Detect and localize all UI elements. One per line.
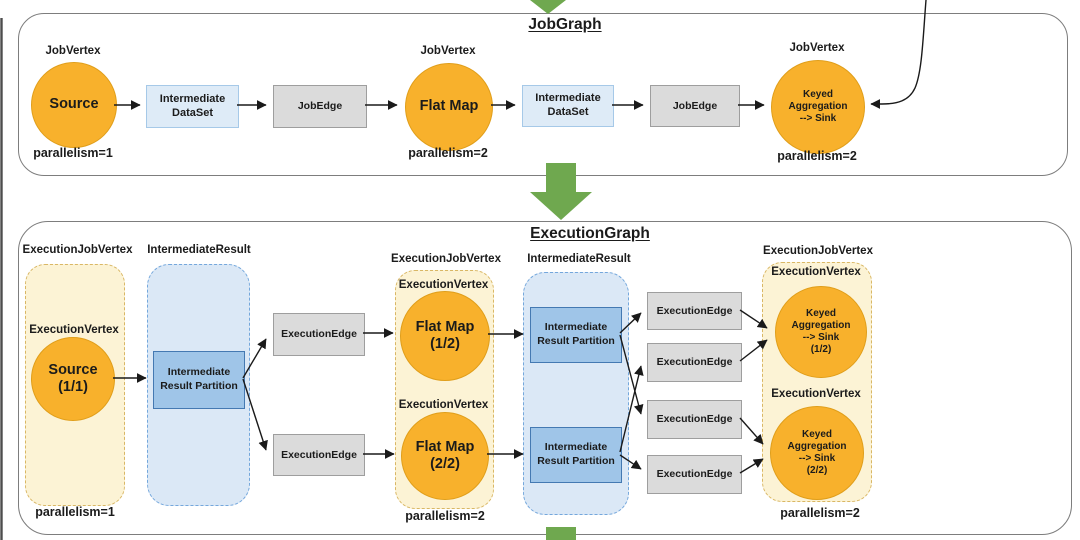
sink1-executionvertex-circle: Keyed Aggregation --> Sink (1/2) <box>775 286 867 378</box>
vertex-text-line: --> Sink <box>802 332 840 343</box>
executionedge-box: ExecutionEdge <box>647 343 742 382</box>
executionedge-text: ExecutionEdge <box>656 468 733 481</box>
intermediate-result-partition-box: Intermediate Result Partition <box>530 307 622 363</box>
executionedge-text: ExecutionEdge <box>281 448 357 461</box>
jobvertex-label: JobVertex <box>45 45 101 57</box>
jobedge-box: JobEdge <box>273 85 367 128</box>
flatmap-vertex-text: Flat Map <box>419 98 479 115</box>
intermediateresult-header: IntermediateResult <box>527 253 631 265</box>
vertex-text-line: (2/2) <box>806 464 828 476</box>
jobedge-box: JobEdge <box>650 85 740 127</box>
executionvertex-label: ExecutionVertex <box>29 324 119 336</box>
executionedge-text: ExecutionEdge <box>656 413 733 426</box>
executionjobvertex-header: ExecutionJobVertex <box>22 244 133 256</box>
intermediate-result-partition-box: Intermediate Result Partition <box>153 351 245 409</box>
executionjobvertex-header: ExecutionJobVertex <box>763 245 873 257</box>
vertex-text-line: (2/2) <box>430 456 460 472</box>
executionvertex-label: ExecutionVertex <box>398 279 489 291</box>
executionedge-text: ExecutionEdge <box>656 356 733 369</box>
executiongraph-container <box>18 221 1072 535</box>
executionedge-box: ExecutionEdge <box>273 313 365 356</box>
partition-text: Intermediate Result Partition <box>160 366 238 392</box>
source-executionvertex-circle: Source (1/1) <box>31 337 115 421</box>
executionvertex-label: ExecutionVertex <box>771 388 861 400</box>
green-down-arrow-top-icon <box>530 0 566 14</box>
jobvertex-label: JobVertex <box>420 45 476 57</box>
partition-text: Intermediate Result Partition <box>537 441 615 467</box>
vertex-text-line: Flat Map <box>415 438 475 455</box>
intermediate-dataset-text: Intermediate DataSet <box>535 92 601 118</box>
vertex-text-line: Keyed <box>801 429 832 441</box>
intermediateresult-header: IntermediateResult <box>147 244 251 256</box>
intermediate-dataset-box: Intermediate DataSet <box>146 85 239 128</box>
jobgraph-title: JobGraph <box>528 16 602 33</box>
jobedge-text: JobEdge <box>672 99 718 112</box>
vertex-text-line: Source <box>48 361 98 378</box>
source-vertex-circle: Source <box>31 62 117 148</box>
intermediate-dataset-text: Intermediate DataSet <box>159 92 226 119</box>
flatmap1-executionvertex-circle: Flat Map (1/2) <box>400 291 490 381</box>
keyed-agg-line: --> Sink <box>799 112 837 124</box>
executionedge-box: ExecutionEdge <box>647 400 742 439</box>
jobedge-text: JobEdge <box>297 100 343 113</box>
executionjobvertex-header: ExecutionJobVertex <box>391 253 501 265</box>
partition-text: Intermediate Result Partition <box>537 321 615 347</box>
executionedge-box: ExecutionEdge <box>273 434 365 476</box>
vertex-text-line: --> Sink <box>798 453 836 464</box>
executionvertex-label: ExecutionVertex <box>398 399 489 411</box>
executionvertex-label: ExecutionVertex <box>771 266 861 278</box>
vertex-text-line: (1/2) <box>430 336 460 352</box>
vertex-text-line: Flat Map <box>415 318 475 335</box>
jobvertex-label: JobVertex <box>789 42 845 54</box>
parallelism-label: parallelism=2 <box>408 146 488 160</box>
source-vertex-text: Source <box>49 96 99 113</box>
keyed-agg-line: Aggregation <box>788 101 848 113</box>
keyed-agg-line: Keyed <box>802 89 833 101</box>
vertex-text-line: (1/2) <box>810 343 832 355</box>
flatmap2-executionvertex-circle: Flat Map (2/2) <box>401 412 489 500</box>
parallelism-label: parallelism=2 <box>780 506 860 520</box>
vertex-text-line: (1/1) <box>58 379 88 395</box>
executionedge-text: ExecutionEdge <box>656 304 733 317</box>
flatmap-vertex-circle: Flat Map <box>405 63 493 151</box>
intermediate-dataset-box: Intermediate DataSet <box>522 85 614 127</box>
intermediate-result-partition-box: Intermediate Result Partition <box>530 427 622 483</box>
vertex-text-line: Aggregation <box>787 441 847 453</box>
executionedge-box: ExecutionEdge <box>647 455 742 494</box>
executionedge-text: ExecutionEdge <box>281 328 357 341</box>
executionedge-box: ExecutionEdge <box>647 292 742 330</box>
parallelism-label: parallelism=1 <box>33 146 113 160</box>
keyed-aggregation-circle: Keyed Aggregation --> Sink <box>771 60 865 154</box>
executiongraph-title: ExecutionGraph <box>530 224 650 242</box>
vertex-text-line: Keyed <box>805 308 836 320</box>
parallelism-label: parallelism=2 <box>777 149 857 163</box>
parallelism-label: parallelism=1 <box>35 505 115 519</box>
vertex-text-line: Aggregation <box>791 320 851 332</box>
parallelism-label: parallelism=2 <box>405 509 485 523</box>
sink2-executionvertex-circle: Keyed Aggregation --> Sink (2/2) <box>770 406 864 500</box>
